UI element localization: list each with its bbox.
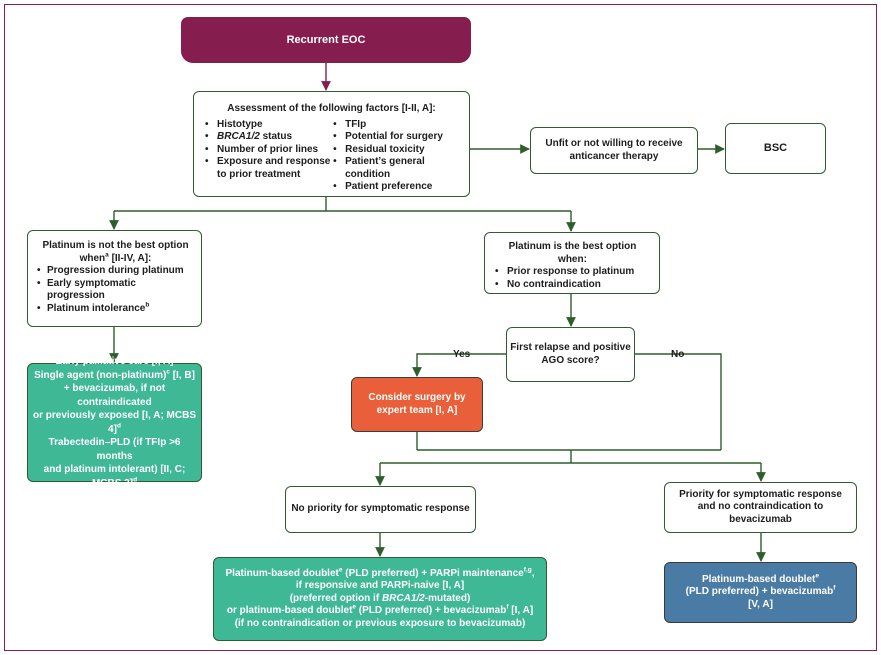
assessment-title: Assessment of the following factors [I-I… [227,103,436,114]
first-relapse-decision-node: First relapse and positive AGO score? [506,327,635,382]
unfit-line: Unfit or not willing to receive [545,138,683,149]
platinum-doublet-bevacizumab-node: Platinum-based doublete (PLD preferred) … [664,562,857,623]
platinum-best-node: Platinum is the best option when: Prior … [484,232,660,294]
connector-merge-bar [380,449,761,464]
palliative-care-node: Early palliative care [I, A] Single agen… [27,356,202,489]
factor-item: TFIp [332,119,469,132]
factor-item: Patient preference [332,181,469,194]
connector-yes-branch [412,353,506,377]
yes-branch-label: Yes [453,349,471,360]
platinum-doublet-parpi-node: Platinum-based doublete (PLD preferred) … [213,557,547,641]
factor-item: BRCA1/2 status [204,131,332,144]
assessment-factors-left: Histotype BRCA1/2 status Number of prior… [204,119,332,194]
bsc-node: BSC [725,123,826,174]
platinum-not-best-node: Platinum is not the best option whena [I… [27,230,202,327]
platinum-not-best-title: Platinum is not the best option whena [I… [42,240,189,264]
assessment-node: Assessment of the following factors [I-I… [193,91,470,197]
factor-item: Patient’s general condition [332,156,469,181]
platinum-best-list: Prior response to platinum No contraindi… [494,266,651,291]
platinum-not-best-list: Progression during platinum Early sympto… [36,265,195,315]
factor-item: Exposure and response to prior treatment [204,156,332,181]
list-item: No contraindication [494,279,651,292]
no-priority-node: No priority for symptomatic response [285,486,476,533]
list-item: Platinum intoleranceb [36,301,195,316]
surgery-node: Consider surgery by expert team [I, A] [351,377,483,432]
recurrent-eoc-label: Recurrent EOC [286,33,366,46]
unfit-line: anticancer therapy [569,150,659,162]
list-item: Prior response to platinum [494,266,651,279]
factor-item: Residual toxicity [332,144,469,157]
platinum-best-title: Platinum is the best option when: [508,241,637,265]
unfit-node: Unfit or not willing to receive anticanc… [530,127,698,174]
assessment-factors-right: TFIp Potential for surgery Residual toxi… [332,119,469,194]
priority-node: Priority for symptomatic response and no… [664,482,857,533]
factor-item: Histotype [204,119,332,132]
factor-item: Number of prior lines [204,144,332,157]
bsc-label: BSC [763,142,788,155]
connector-assessment-split [114,197,571,212]
list-item: Progression during platinum [36,265,195,278]
list-item: Early symptomatic progression [36,278,195,303]
no-branch-label: No [671,349,685,360]
connector-no-branch [635,353,722,450]
factor-item: Potential for surgery [332,131,469,144]
recurrent-eoc-node: Recurrent EOC [181,17,471,63]
